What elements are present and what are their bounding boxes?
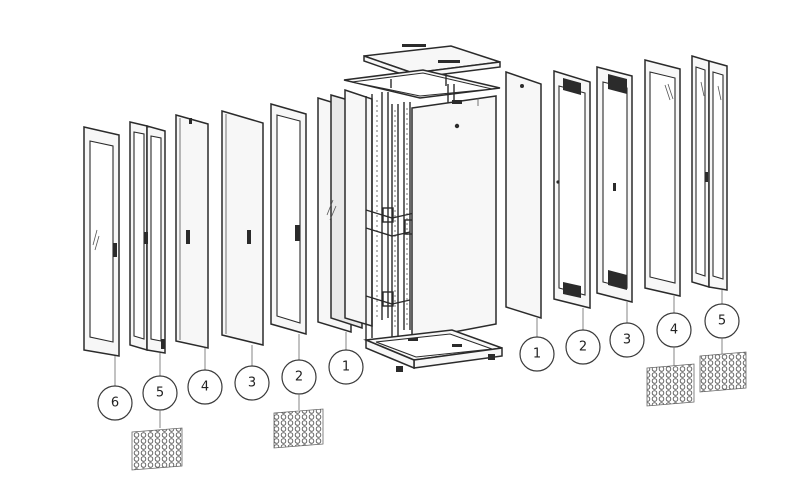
callout-label: 6 xyxy=(111,396,119,411)
part-4-glass-door-right xyxy=(644,59,681,297)
callout-label: 3 xyxy=(248,376,256,391)
callouts-left: 6 5 4 3 2 1 xyxy=(97,332,364,428)
callout-label: 3 xyxy=(623,333,631,348)
part-2-glass-door xyxy=(270,103,307,335)
callout-circle xyxy=(565,329,601,365)
part-1-side-panel-left xyxy=(317,88,373,334)
callout-label: 1 xyxy=(342,360,350,375)
callout-label: 4 xyxy=(670,323,678,338)
part-2-vented-door-right xyxy=(553,69,591,309)
callout-label: 2 xyxy=(295,370,303,385)
front-door-main xyxy=(411,95,497,341)
part-1-side-panel-right xyxy=(505,70,542,320)
callout-circle xyxy=(609,322,645,358)
callout-label: 5 xyxy=(718,314,726,329)
callout-circle xyxy=(328,349,364,385)
callout-label: 5 xyxy=(156,386,164,401)
callout-label: 2 xyxy=(579,340,587,355)
part-3-solid-door xyxy=(221,109,264,346)
part-5-double-door-right xyxy=(691,54,728,291)
callout-circle xyxy=(97,385,133,421)
callout-circle xyxy=(519,336,555,372)
mesh-insert-left-5 xyxy=(131,427,183,471)
mesh-insert-left-2 xyxy=(273,408,324,449)
part-4-solid-door xyxy=(175,114,209,349)
callout-label: 1 xyxy=(533,347,541,362)
callout-circle xyxy=(187,369,223,405)
callouts-right: 1 2 3 4 5 xyxy=(519,290,740,372)
callout-label: 4 xyxy=(201,380,209,395)
part-5-double-door-left xyxy=(129,121,166,354)
mesh-insert-right-4 xyxy=(646,363,695,407)
callout-circle xyxy=(234,365,270,401)
top-vent-slot xyxy=(402,44,426,47)
part-3-vented-door-right xyxy=(596,66,633,303)
mesh-insert-right-5 xyxy=(699,351,747,393)
cabinet-frame xyxy=(343,44,503,372)
part-6-glass-door xyxy=(83,126,120,357)
